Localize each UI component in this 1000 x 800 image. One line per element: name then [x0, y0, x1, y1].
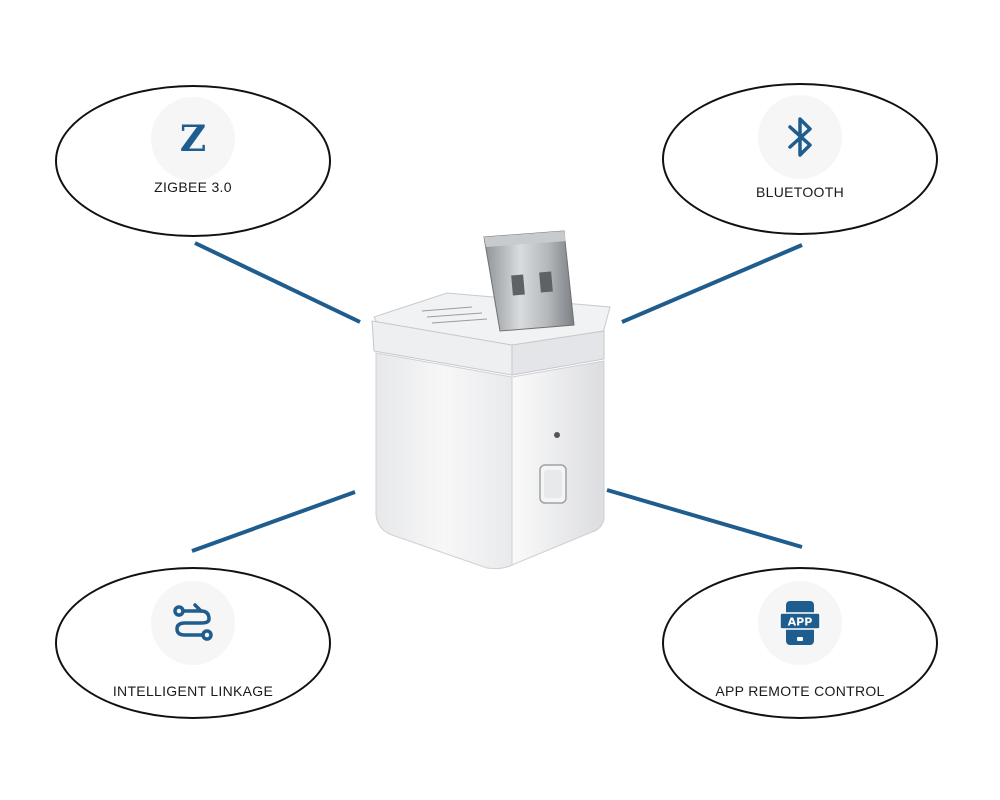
linkage-icon-disc	[151, 581, 235, 665]
bluetooth-icon-disc	[758, 95, 842, 179]
connector-linkage	[191, 490, 356, 553]
linkage-icon	[173, 603, 213, 641]
bluetooth-label: BLUETOOTH	[755, 184, 844, 200]
connector-app	[606, 488, 803, 549]
app-icon: APP	[779, 601, 821, 645]
usb-device-image	[371, 230, 611, 570]
zigbee-icon-disc: Z	[151, 97, 235, 181]
feature-bubble-bluetooth: BLUETOOTH	[662, 83, 938, 235]
app-icon-disc: APP	[758, 581, 842, 665]
zigbee-label: ZIGBEE 3.0	[154, 179, 232, 195]
linkage-label: INTELLIGENT LINKAGE	[112, 683, 274, 699]
zigbee-z-icon: Z	[179, 118, 207, 160]
feature-bubble-linkage: INTELLIGENT LINKAGE	[55, 567, 331, 719]
feature-bubble-app: APP APP REMOTE CONTROL	[662, 567, 938, 719]
connector-bluetooth	[621, 243, 803, 324]
connector-zigbee	[194, 241, 361, 324]
app-badge-text: APP	[788, 616, 813, 629]
feature-bubble-zigbee: Z ZIGBEE 3.0	[55, 85, 331, 237]
bluetooth-icon	[788, 117, 812, 157]
app-label: APP REMOTE CONTROL	[715, 683, 885, 699]
